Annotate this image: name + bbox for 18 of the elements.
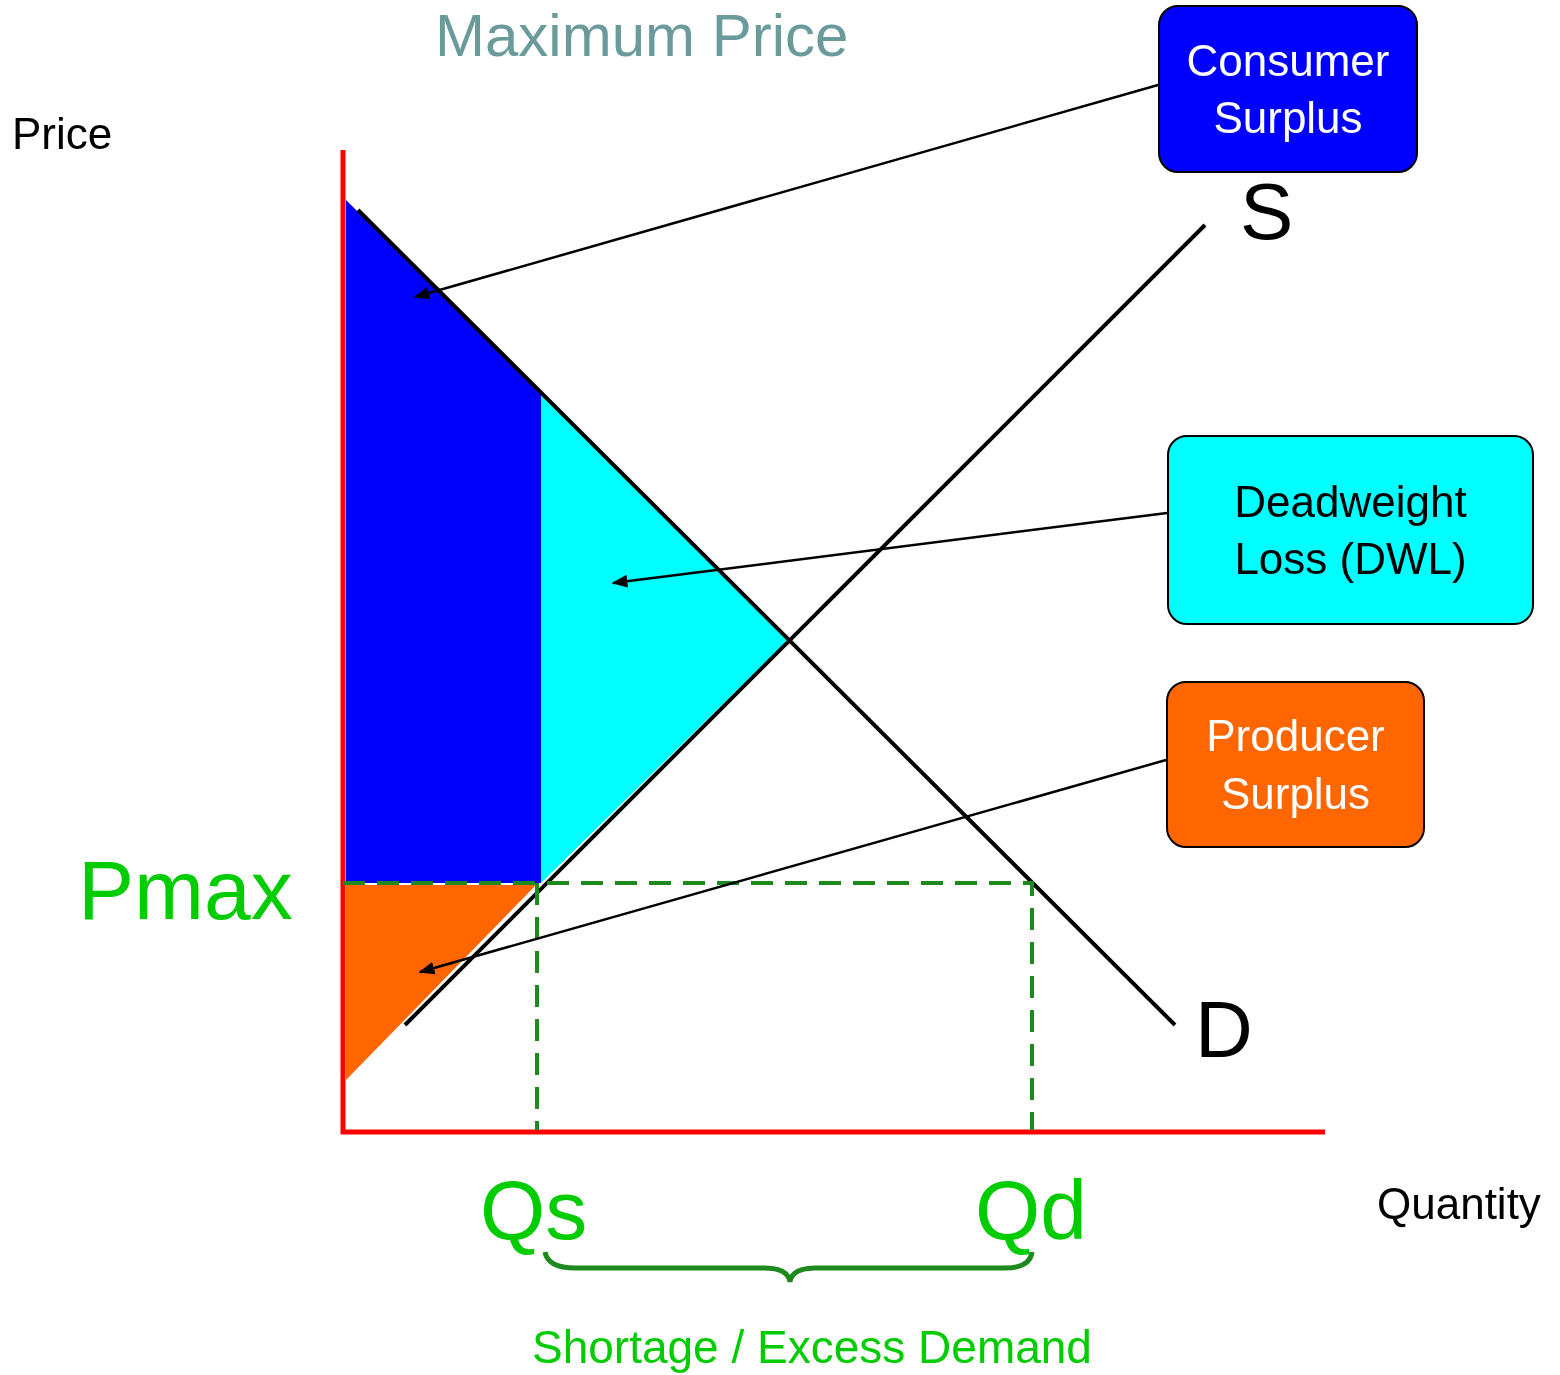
box-text: Consumer Surplus bbox=[1185, 34, 1391, 144]
leader-line bbox=[418, 758, 1167, 975]
box-text: Producer Surplus bbox=[1205, 710, 1386, 820]
leader-line bbox=[611, 511, 1168, 588]
axis-title: Price bbox=[12, 112, 113, 156]
leader-line bbox=[413, 83, 1159, 300]
curve-label: S bbox=[1240, 172, 1294, 252]
consumer-surplus-area bbox=[346, 200, 541, 883]
curve-label: D bbox=[1195, 990, 1253, 1070]
producer-surplus-area bbox=[346, 885, 536, 1080]
price-label: Pmax bbox=[78, 848, 293, 932]
box-text: Deadweight Loss (DWL) bbox=[1233, 475, 1468, 585]
label-box bbox=[1158, 5, 1418, 173]
deadweight-loss-area bbox=[541, 395, 788, 883]
label-box bbox=[1166, 681, 1425, 848]
axis-title: Quantity bbox=[1377, 1182, 1541, 1226]
title: Maximum Price bbox=[435, 6, 849, 66]
label-box bbox=[1167, 435, 1534, 625]
